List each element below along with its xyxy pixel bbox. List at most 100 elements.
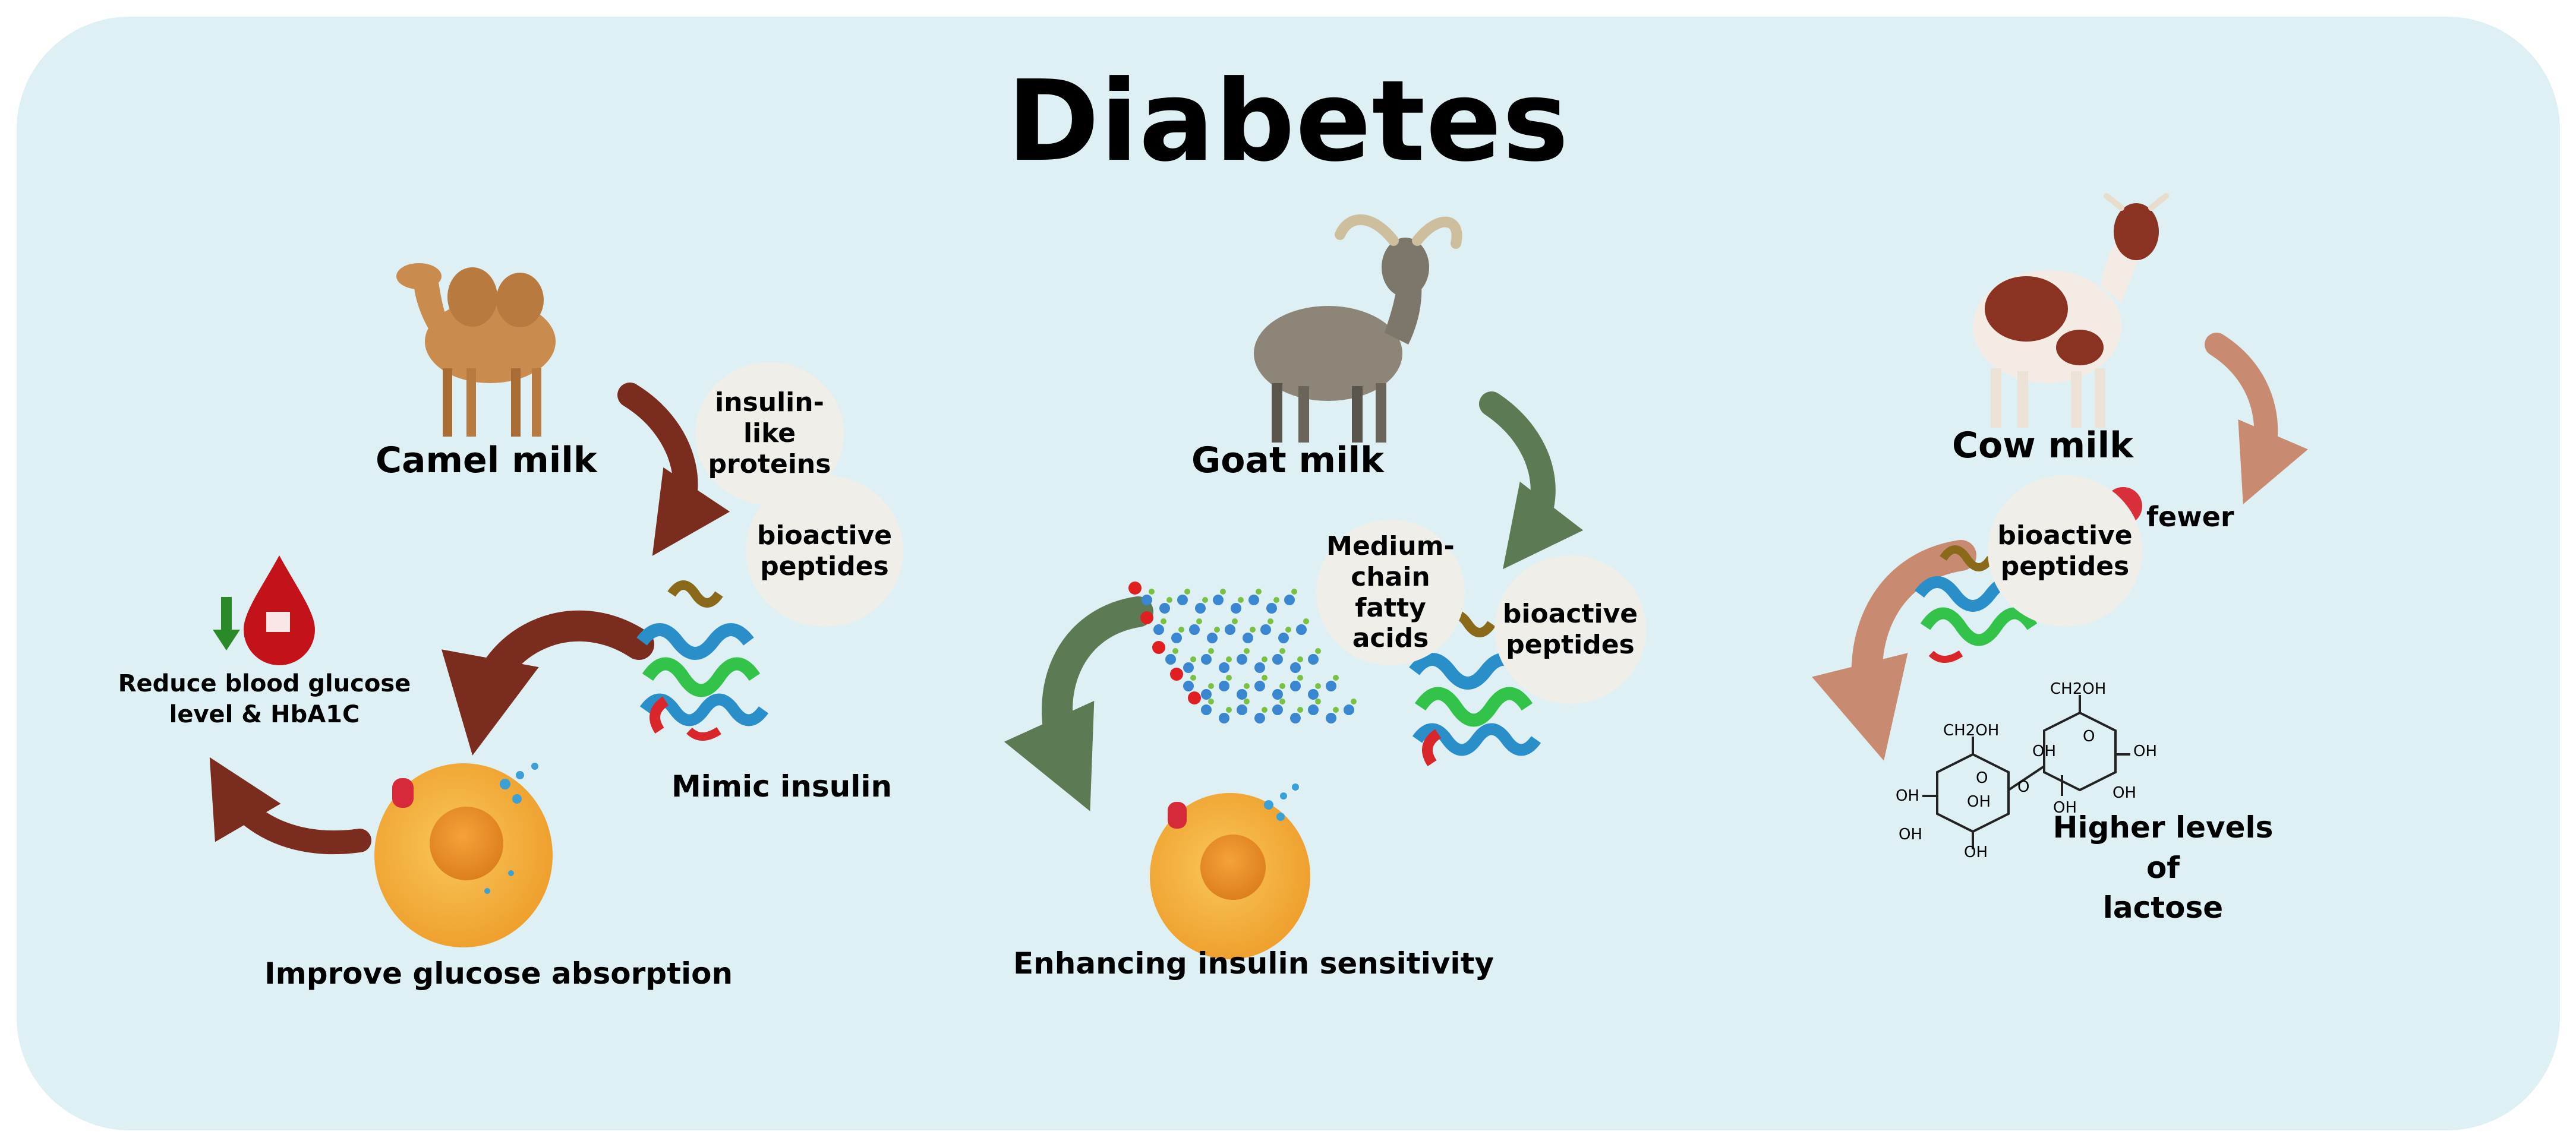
cow-illustration bbox=[1973, 193, 2169, 428]
fatty-acid-hydrogen bbox=[1149, 589, 1155, 595]
lactose-atom-label: OH bbox=[2133, 742, 2158, 760]
fatty-acid-atom bbox=[1290, 681, 1301, 691]
lactose-atom-label: O bbox=[2083, 728, 2095, 745]
camel-milk-label: Camel milk bbox=[376, 440, 597, 481]
fatty-acid-atom bbox=[1219, 713, 1229, 723]
fatty-acid-hydrogen bbox=[1351, 699, 1357, 704]
lactose-atom-label: OH bbox=[1896, 787, 1920, 805]
camel-bubble-bioactive-peptides: bioactive peptides bbox=[746, 475, 903, 627]
camel-arrow-down bbox=[617, 383, 730, 556]
fatty-acid-hydrogen bbox=[1161, 618, 1166, 624]
fatty-acid-atom bbox=[1213, 595, 1224, 605]
fatty-acid-atom bbox=[1201, 654, 1212, 665]
fatty-acid-oxygen bbox=[1188, 691, 1201, 704]
fatty-acid-oxygen bbox=[1140, 611, 1153, 624]
page-title: Diabetes bbox=[1007, 56, 1569, 187]
camel-outcome-label: Improve glucose absorption bbox=[264, 956, 733, 991]
fatty-acid-atom bbox=[1201, 704, 1212, 715]
fatty-acid-hydrogen bbox=[1214, 627, 1220, 633]
fatty-acid-hydrogen bbox=[1279, 683, 1285, 689]
fatty-acid-atom bbox=[1171, 633, 1182, 643]
fatty-acid-atom bbox=[1308, 704, 1319, 715]
fatty-acid-hydrogen bbox=[1196, 618, 1202, 624]
lactose-atom-label: O bbox=[2017, 778, 2030, 796]
fatty-acid-atom bbox=[1308, 654, 1319, 665]
fatty-acid-atom bbox=[1225, 624, 1235, 635]
fatty-acid-atom bbox=[1344, 704, 1354, 715]
fatty-acid-hydrogen bbox=[1208, 683, 1214, 689]
fatty-acid-atom bbox=[1219, 662, 1229, 673]
camel-protein-structure bbox=[636, 580, 769, 741]
camel-cell bbox=[374, 763, 553, 947]
fatty-acid-atom bbox=[1326, 713, 1336, 723]
fatty-acid-molecules bbox=[1128, 582, 1357, 723]
goat-illustration bbox=[1254, 214, 1462, 443]
cow-fewer-label: fewer bbox=[2146, 501, 2234, 533]
fatty-acid-atom bbox=[1266, 603, 1277, 614]
fatty-acid-hydrogen bbox=[1226, 707, 1232, 713]
fatty-acid-atom bbox=[1207, 633, 1218, 643]
fatty-acid-atom bbox=[1254, 681, 1265, 691]
fatty-acid-oxygen bbox=[1170, 668, 1183, 681]
fatty-acid-atom bbox=[1237, 704, 1247, 715]
fatty-acid-atom bbox=[1278, 633, 1289, 643]
fatty-acid-oxygen bbox=[1152, 641, 1165, 654]
lactose-structure bbox=[1922, 695, 2130, 849]
lactose-atom-label: CH2OH bbox=[2050, 680, 2107, 698]
fatty-acid-atom bbox=[1272, 704, 1283, 715]
lactose-atom-label: OH bbox=[2112, 784, 2137, 802]
fatty-acid-hydrogen bbox=[1262, 656, 1267, 662]
camel-bubble-insulin-like-proteins: insulin- like proteins bbox=[695, 362, 844, 505]
fatty-acid-hydrogen bbox=[1208, 699, 1214, 704]
fatty-acid-hydrogen bbox=[1303, 618, 1309, 624]
blood-drop-icon bbox=[244, 555, 315, 665]
fatty-acid-atom bbox=[1183, 662, 1194, 673]
fatty-acid-atom bbox=[1284, 595, 1295, 605]
goat-cell bbox=[1150, 783, 1310, 959]
fatty-acid-atom bbox=[1290, 713, 1301, 723]
lactose-atom-label: OH bbox=[1967, 793, 1991, 811]
fatty-acid-hydrogen bbox=[1190, 656, 1196, 662]
fatty-acid-atom bbox=[1272, 689, 1283, 700]
fatty-acid-hydrogen bbox=[1333, 707, 1339, 713]
fatty-acid-hydrogen bbox=[1279, 699, 1285, 704]
fatty-acid-hydrogen bbox=[1238, 597, 1244, 603]
fatty-acid-atom bbox=[1237, 689, 1247, 700]
down-arrow-icon bbox=[213, 597, 240, 650]
camel-illustration bbox=[396, 263, 556, 437]
fatty-acid-hydrogen bbox=[1202, 597, 1208, 603]
lactose-atom-label: OH bbox=[2032, 742, 2057, 760]
fatty-acid-hydrogen bbox=[1220, 589, 1226, 595]
fatty-acid-atom bbox=[1159, 603, 1170, 614]
camel-arrow-to-cell bbox=[442, 610, 654, 756]
fatty-acid-atom bbox=[1260, 624, 1271, 635]
fatty-acid-atom bbox=[1272, 654, 1283, 665]
cow-bubble-bioactive-peptides: bioactive peptides bbox=[1988, 475, 2142, 627]
fatty-acid-atom bbox=[1326, 681, 1336, 691]
fatty-acid-hydrogen bbox=[1244, 648, 1250, 654]
fatty-acid-hydrogen bbox=[1178, 627, 1184, 633]
fatty-acid-hydrogen bbox=[1291, 589, 1297, 595]
fatty-acid-atom bbox=[1142, 595, 1152, 605]
goat-arrow-down bbox=[1479, 391, 1584, 570]
fatty-acid-hydrogen bbox=[1262, 707, 1267, 713]
fatty-acid-hydrogen bbox=[1208, 648, 1214, 654]
fatty-acid-oxygen bbox=[1128, 582, 1142, 595]
fatty-acid-hydrogen bbox=[1285, 627, 1291, 633]
camel-arrow-to-effect bbox=[209, 757, 371, 855]
fatty-acid-hydrogen bbox=[1297, 675, 1303, 681]
fatty-acid-hydrogen bbox=[1226, 675, 1232, 681]
goat-milk-label: Goat milk bbox=[1191, 440, 1385, 481]
fatty-acid-atom bbox=[1290, 662, 1301, 673]
fatty-acid-atom bbox=[1165, 654, 1176, 665]
fatty-acid-atom bbox=[1308, 689, 1319, 700]
fatty-acid-hydrogen bbox=[1297, 656, 1303, 662]
fatty-acid-atom bbox=[1237, 654, 1247, 665]
goat-arrow-to-cell bbox=[1004, 596, 1153, 811]
fatty-acid-atom bbox=[1219, 681, 1229, 691]
fatty-acid-atom bbox=[1231, 603, 1241, 614]
fatty-acid-hydrogen bbox=[1273, 597, 1279, 603]
cow-milk-label: Cow milk bbox=[1952, 425, 2134, 466]
